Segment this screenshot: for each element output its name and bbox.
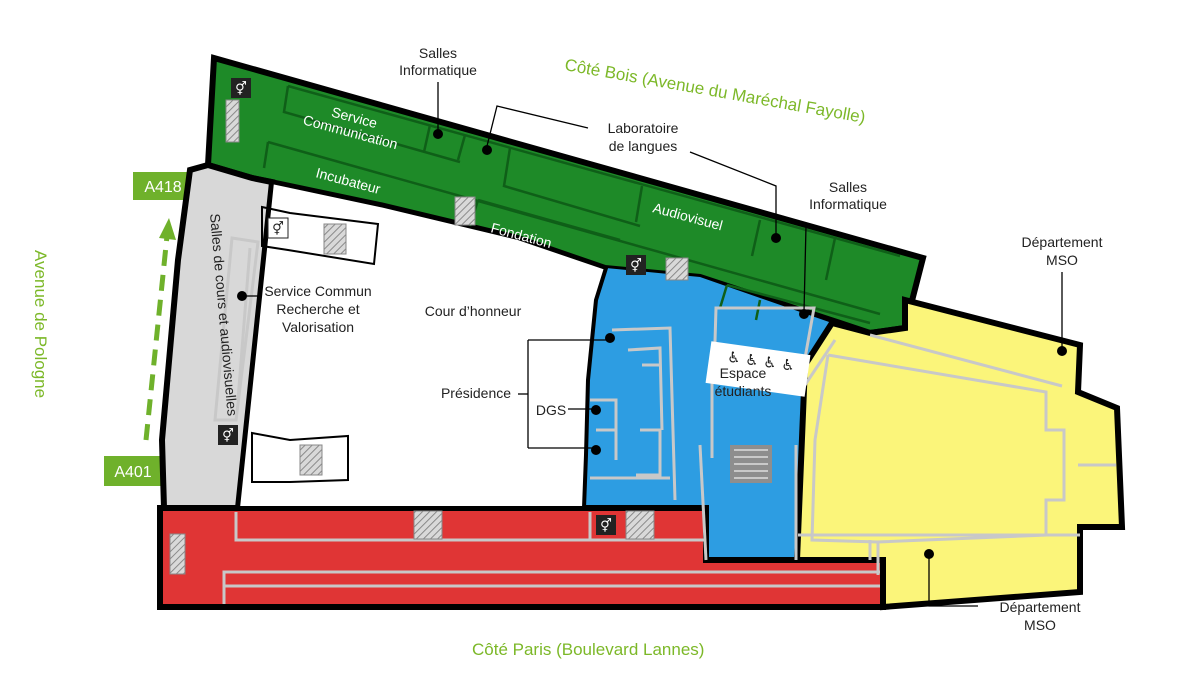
south-wing-partitions <box>222 512 880 604</box>
annex-south <box>251 431 349 483</box>
svg-text:A401: A401 <box>114 464 151 481</box>
street-south-label: Côté Paris (Boulevard Lannes) <box>472 640 704 659</box>
street-west-label: Avenue de Pologne <box>31 250 50 398</box>
south-wing <box>157 505 886 610</box>
west-corridor <box>158 161 276 511</box>
label-dgs: DGS <box>536 402 566 418</box>
east-wing-partitions <box>798 333 1116 575</box>
corridor-partitions <box>213 236 260 422</box>
annex-north <box>261 205 380 266</box>
north-wing-partitions <box>262 84 901 325</box>
svg-text:⚥: ⚥ <box>235 81 247 97</box>
svg-text:⚥: ⚥ <box>272 221 284 237</box>
svg-text:⚥: ⚥ <box>630 258 642 274</box>
accessible-icon: ♿ ♿ ♿ ♿ <box>705 341 811 397</box>
svg-text:⚥: ⚥ <box>600 518 612 534</box>
stairs-icon <box>169 99 772 575</box>
label-presidence: Présidence <box>441 385 511 401</box>
direction-arrow-icon <box>143 218 176 441</box>
street-north-label: Côté Bois (Avenue du Maréchal Fayolle) <box>563 55 867 127</box>
svg-text:A418: A418 <box>144 179 181 196</box>
svg-text:⚥: ⚥ <box>222 428 234 444</box>
label-cour-honneur: Cour d’honneur <box>425 303 522 319</box>
student-area-block <box>584 268 832 560</box>
restroom-icon: ⚥ ⚥ ⚥ ⚥ ⚥ <box>218 78 646 535</box>
leader-lines <box>237 82 1067 607</box>
